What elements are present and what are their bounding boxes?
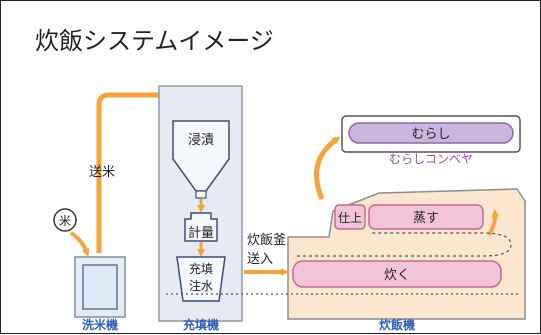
washer-tank — [82, 264, 118, 310]
feed-label: 送米 — [89, 165, 115, 180]
filler-label: 充填機 — [183, 317, 219, 332]
cook-label: 炊く — [384, 268, 410, 283]
pot-feed-label-line2: 送入 — [247, 252, 273, 267]
hopper-outlet — [195, 190, 207, 199]
finish-to-muras-arrow — [314, 136, 341, 200]
rice-input-arrow — [69, 231, 90, 257]
rice-input-circle — [53, 208, 77, 232]
fill-label-line2: 注水 — [189, 278, 213, 293]
washer-label: 洗米機 — [82, 317, 118, 332]
steam-label: 蒸す — [413, 211, 439, 226]
weigh-unit — [184, 212, 218, 242]
pot-path-loop — [297, 232, 512, 257]
cook-bar — [292, 260, 502, 288]
fill-label-line1: 充填 — [189, 261, 213, 276]
muras-bar — [348, 122, 514, 144]
pot-feed-label-line1: 炊飯釜 — [247, 233, 286, 248]
diagram-title: 炊飯システムイメージ — [35, 27, 274, 55]
finish-box — [334, 204, 366, 230]
steam-return-arrow — [487, 209, 500, 237]
soak-label: 浸漬 — [188, 133, 214, 148]
steam-bar — [368, 204, 484, 230]
rice-label: 米 — [59, 214, 71, 228]
muras-conveyor-label: むらしコンベヤ — [389, 152, 473, 166]
cooker-label: 炊飯機 — [379, 317, 415, 332]
weigh-label: 計量 — [188, 225, 214, 241]
finish-label: 仕上 — [338, 211, 362, 225]
muras-label: むらし — [411, 127, 450, 142]
fill-pot — [176, 256, 226, 302]
